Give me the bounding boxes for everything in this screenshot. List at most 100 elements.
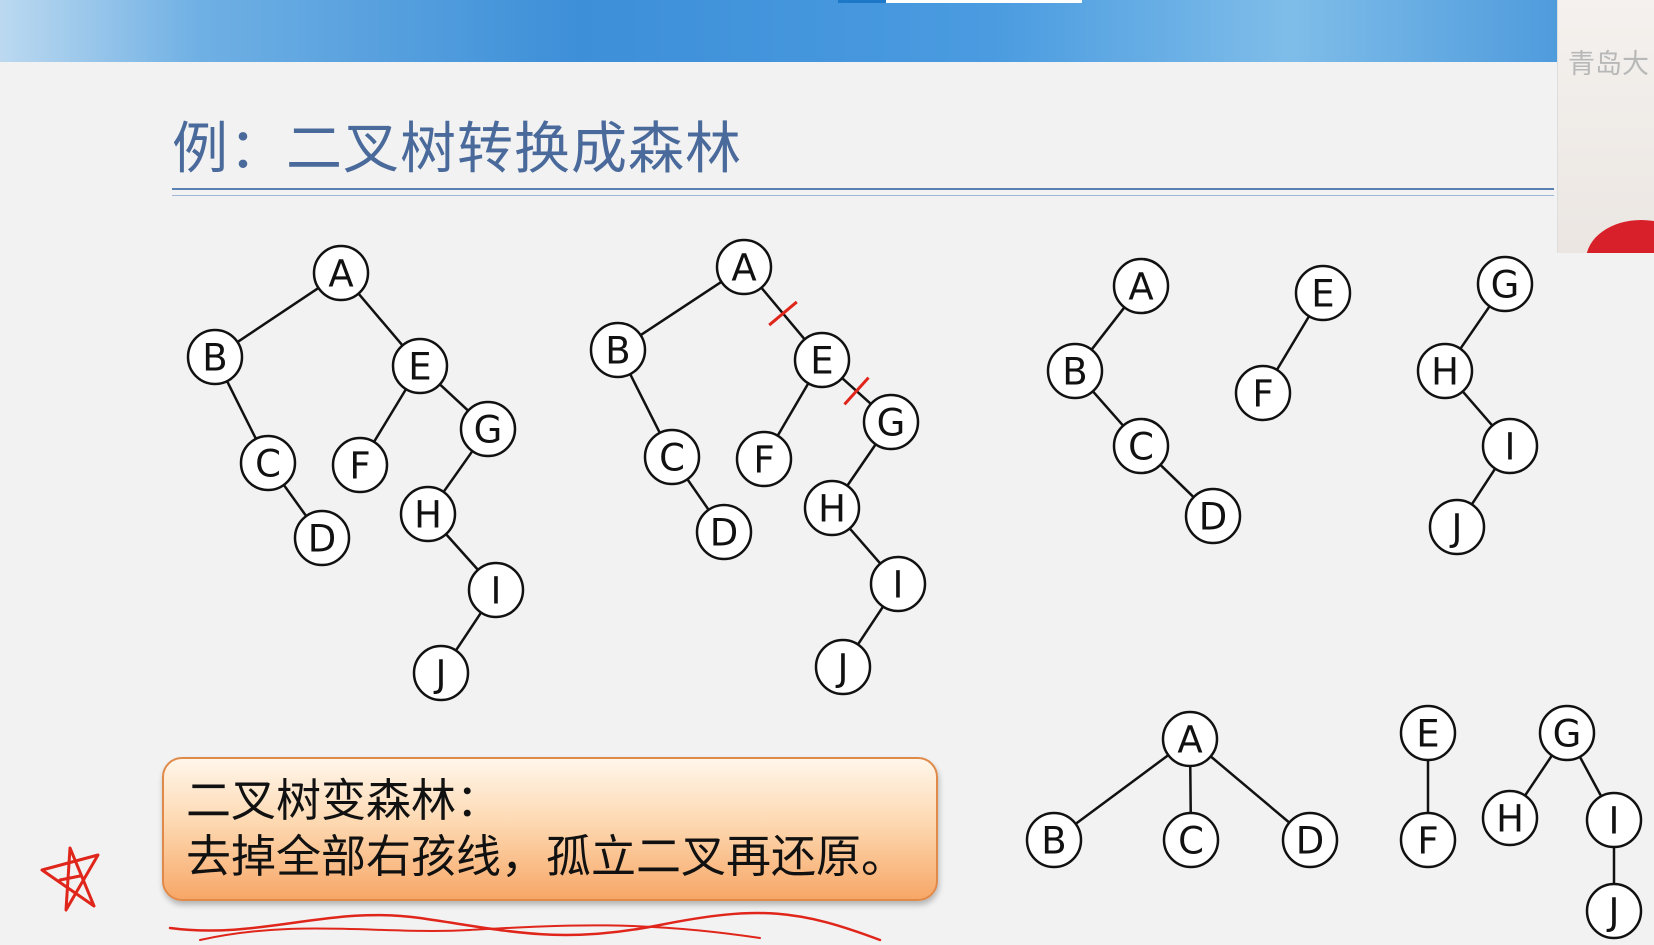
node-label-C: C [1128, 426, 1154, 469]
webcam-overlay: 青岛大 [1557, 0, 1654, 253]
node-label-I: I [1505, 426, 1516, 469]
edge-H-I [445, 533, 479, 571]
node-label-F: F [349, 445, 370, 488]
edge-H-I [1461, 390, 1494, 427]
node-C [239, 434, 297, 492]
node-label-H: H [414, 494, 442, 537]
edge-A-B [1074, 754, 1170, 825]
node-label-E: E [810, 340, 833, 383]
node-C [643, 428, 701, 486]
callout-line-2: 去掉全部右孩线，孤立二叉再还原。 [186, 830, 907, 883]
node-B [186, 328, 244, 386]
node-label-I: I [491, 570, 502, 613]
node-label-B: B [202, 337, 227, 380]
node-D [293, 509, 351, 567]
node-A [715, 238, 773, 296]
node-E [1399, 704, 1457, 762]
edge-H-I [848, 527, 882, 565]
edge-C-D [686, 478, 710, 511]
node-label-D: D [710, 512, 739, 555]
header-tab-marker [838, 0, 886, 3]
node-label-G: G [474, 409, 503, 452]
edge-A-B [639, 280, 723, 337]
edge-G-H [442, 450, 474, 493]
node-label-J: J [1607, 891, 1620, 934]
node-J [1428, 498, 1486, 556]
node-G [459, 400, 517, 458]
node-H [399, 485, 457, 543]
node-C [1112, 417, 1170, 475]
node-A [312, 244, 370, 302]
node-label-C: C [255, 443, 281, 486]
node-E [391, 337, 449, 395]
node-A [1161, 710, 1219, 768]
node-H [1481, 789, 1539, 847]
edge-A-B [1090, 306, 1126, 351]
node-label-D: D [308, 518, 337, 561]
edge-E-G [438, 383, 470, 412]
node-J [412, 644, 470, 702]
node-I [1585, 791, 1643, 849]
header-band [0, 0, 1654, 62]
node-label-E: E [1416, 713, 1439, 756]
node-label-H: H [1431, 351, 1459, 394]
title-underline-thin [172, 195, 1554, 196]
node-label-B: B [1041, 820, 1066, 863]
node-label-F: F [753, 439, 774, 482]
rule-callout-box: 二叉树变森林： 去掉全部右孩线，孤立二叉再还原。 [162, 757, 938, 901]
edge-B-C [629, 373, 661, 434]
edge-A-D [1209, 755, 1291, 824]
node-label-A: A [1128, 266, 1153, 309]
node-label-J: J [1450, 507, 1463, 550]
node-label-J: J [836, 647, 849, 690]
node-label-A: A [731, 247, 756, 290]
presenter-shirt [1586, 220, 1654, 253]
edge-A-B [236, 286, 320, 344]
edge-E-F [1275, 315, 1311, 371]
node-label-E: E [1311, 273, 1334, 316]
node-label-C: C [1178, 820, 1204, 863]
edge-G-H [1459, 305, 1491, 350]
node-I [1481, 417, 1539, 475]
node-B [1025, 811, 1083, 869]
node-E [1294, 264, 1352, 322]
node-D [695, 503, 753, 561]
node-label-B: B [1062, 351, 1087, 394]
node-G [1538, 704, 1596, 762]
node-H [1416, 342, 1474, 400]
node-label-D: D [1199, 496, 1228, 539]
node-J [814, 638, 872, 696]
edge-G-H [1523, 754, 1554, 797]
node-label-G: G [1553, 713, 1582, 756]
node-label-J: J [434, 653, 447, 696]
node-B [589, 321, 647, 379]
node-label-I: I [1609, 800, 1620, 843]
node-label-G: G [877, 402, 906, 445]
node-J [1585, 882, 1643, 940]
webcam-watermark: 青岛大 [1568, 49, 1649, 80]
node-B [1046, 342, 1104, 400]
node-D [1184, 487, 1242, 545]
node-label-H: H [1496, 798, 1524, 841]
header-tab-marker-light [886, 0, 1082, 3]
node-E [793, 331, 851, 389]
node-label-G: G [1491, 264, 1520, 307]
node-A [1112, 257, 1170, 315]
node-F [331, 436, 389, 494]
edge-C-D [1159, 463, 1195, 499]
node-D [1281, 811, 1339, 869]
edge-I-J [1470, 467, 1497, 506]
edge-I-J [856, 605, 885, 646]
node-I [467, 561, 525, 619]
cut-mark-E-G [843, 376, 870, 406]
node-F [735, 430, 793, 488]
node-C [1162, 811, 1220, 869]
node-label-H: H [818, 488, 846, 531]
edge-G-H [846, 443, 877, 487]
node-label-E: E [408, 346, 431, 389]
